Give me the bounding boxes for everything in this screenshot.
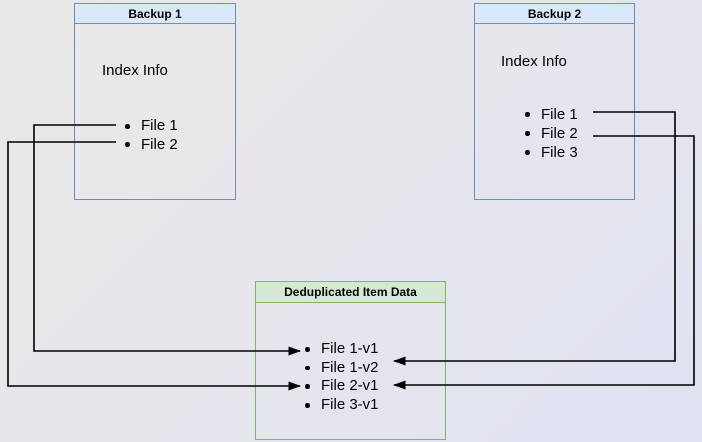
backup1-index-info-label: Index Info	[102, 62, 168, 79]
dedup-header: Deduplicated Item Data	[256, 282, 445, 303]
backup2-header: Backup 2	[475, 4, 634, 24]
backup1-file2-item: File 2	[121, 136, 178, 155]
backup2-file2-item: File 2	[521, 124, 578, 143]
dedup-title: Deduplicated Item Data	[284, 285, 417, 299]
dedup-file2v1-item: File 2-v1	[301, 377, 379, 396]
dedup-file1v1-item: File 1-v1	[301, 340, 379, 359]
backup1-file1-item: File 1	[121, 117, 178, 136]
backup2-file3-item: File 3	[521, 143, 578, 162]
dedup-file3v1-item: File 3-v1	[301, 396, 379, 415]
dedup-file-list: File 1-v1 File 1-v2 File 2-v1 File 3-v1	[301, 340, 379, 415]
dedup-file1v2-item: File 1-v2	[301, 359, 379, 378]
backup2-index-info-label: Index Info	[501, 53, 567, 70]
backup1-title: Backup 1	[128, 6, 182, 21]
backup2-file1-item: File 1	[521, 105, 578, 124]
backup2-title: Backup 2	[527, 6, 582, 21]
backup1-box: Backup 1	[74, 3, 236, 200]
backup2-file-list: File 1 File 2 File 3	[521, 105, 578, 162]
backup2-box: Backup 2	[474, 3, 635, 200]
backup1-file-list: File 1 File 2	[121, 117, 178, 154]
backup1-header: Backup 1	[75, 4, 235, 24]
